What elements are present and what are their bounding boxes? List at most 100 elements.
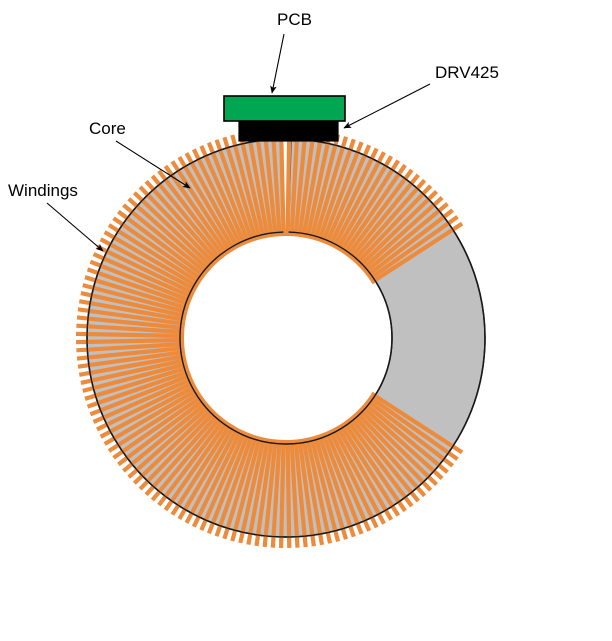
winding-turn <box>370 391 464 455</box>
winding-turn <box>368 395 459 461</box>
winding-turn <box>301 438 325 546</box>
winding-turn <box>214 433 255 537</box>
winding-turn <box>99 237 197 292</box>
winding-turn <box>338 159 401 253</box>
winding-turn <box>338 423 401 517</box>
winding-turn <box>117 397 206 467</box>
winding-turn <box>285 127 292 237</box>
winding-turn <box>246 437 270 545</box>
winding-turn <box>82 283 188 315</box>
winding-turn <box>222 136 259 242</box>
winding-turn <box>293 128 308 237</box>
winding-turn <box>348 173 420 261</box>
label-core: Core <box>89 119 126 138</box>
winding-turn <box>278 439 286 548</box>
winding-turn <box>305 437 333 544</box>
chip-group <box>238 120 339 142</box>
winding-turn <box>328 147 379 247</box>
winding-turn <box>107 223 202 285</box>
winding-turn <box>184 152 240 250</box>
winding-turn <box>316 433 356 538</box>
winding-turn <box>328 429 379 529</box>
winding-turn <box>354 410 433 492</box>
winding-turn <box>351 413 427 498</box>
winding-turn <box>92 252 194 300</box>
winding-turn <box>122 400 209 473</box>
winding-turn <box>138 409 217 491</box>
winding-turn <box>170 422 233 516</box>
winding-turn <box>132 191 214 269</box>
winding-turn <box>365 208 454 278</box>
winding-turn <box>206 432 251 535</box>
winding-turn <box>246 131 270 239</box>
winding-turn <box>99 384 197 439</box>
winding-turn <box>150 174 223 261</box>
winding-turn <box>86 267 191 307</box>
winding-turn <box>170 160 233 254</box>
winding-turn <box>297 438 316 547</box>
winding-turn <box>285 439 292 549</box>
winding-turn <box>360 404 444 481</box>
core-right-half <box>86 138 486 538</box>
core-outline <box>86 138 486 538</box>
winding-turn <box>254 129 274 238</box>
winding-turn <box>363 401 449 474</box>
winding-turn <box>370 221 464 285</box>
winding-turn <box>191 148 244 248</box>
winding-turn <box>368 215 459 281</box>
winding-turn <box>254 438 274 547</box>
winding-turn <box>354 184 433 266</box>
winding-turn <box>76 315 185 331</box>
winding-turn <box>127 197 212 272</box>
winding-turn <box>96 244 196 296</box>
winding-turn <box>345 418 414 508</box>
winding-turn <box>320 141 364 244</box>
leader-line-windings <box>46 202 104 252</box>
winding-turn <box>163 420 230 512</box>
winding-turn <box>112 216 204 282</box>
winding-turn <box>309 134 341 240</box>
leader-line-core <box>115 140 191 189</box>
winding-turn <box>92 376 194 424</box>
winding-turn <box>357 407 438 486</box>
labels-group: PCB DRV425 Core Windings <box>8 10 499 200</box>
winding-turn <box>84 275 189 311</box>
winding-turn <box>163 164 230 256</box>
winding-turn <box>76 323 185 335</box>
winding-turn <box>238 132 266 239</box>
winding-turn <box>75 331 185 339</box>
core-group <box>86 138 486 538</box>
winding-turn <box>177 424 236 520</box>
winding-turn <box>144 179 220 264</box>
winding-turn <box>278 128 286 237</box>
winding-turn <box>230 134 262 240</box>
winding-turn <box>84 365 189 401</box>
label-windings: Windings <box>8 181 78 200</box>
winding-turn <box>89 373 192 417</box>
winding-turn <box>289 128 300 237</box>
pcb-group <box>223 95 346 122</box>
winding-turn <box>357 190 438 269</box>
winding-turn <box>103 387 199 446</box>
winding-turn <box>342 420 407 513</box>
winding-turn <box>351 178 427 263</box>
winding-turn <box>107 391 202 453</box>
winding-turn <box>262 439 278 548</box>
winding-turn <box>360 195 444 272</box>
winding-turn <box>289 439 300 548</box>
windings-group <box>75 127 464 549</box>
winding-turn <box>78 299 186 323</box>
winding-turn <box>214 139 255 243</box>
winding-turn <box>150 415 223 502</box>
winding-turn <box>230 436 262 542</box>
leader-line-pcb <box>270 33 285 94</box>
winding-turn <box>363 202 449 275</box>
winding-turn <box>77 307 186 327</box>
winding-turn <box>262 128 278 237</box>
winding-turn <box>316 138 356 243</box>
winding-turn <box>305 132 333 239</box>
winding-turn <box>184 426 240 524</box>
winding-turn <box>80 357 187 385</box>
winding-turn <box>270 128 282 237</box>
winding-turn <box>320 432 364 535</box>
